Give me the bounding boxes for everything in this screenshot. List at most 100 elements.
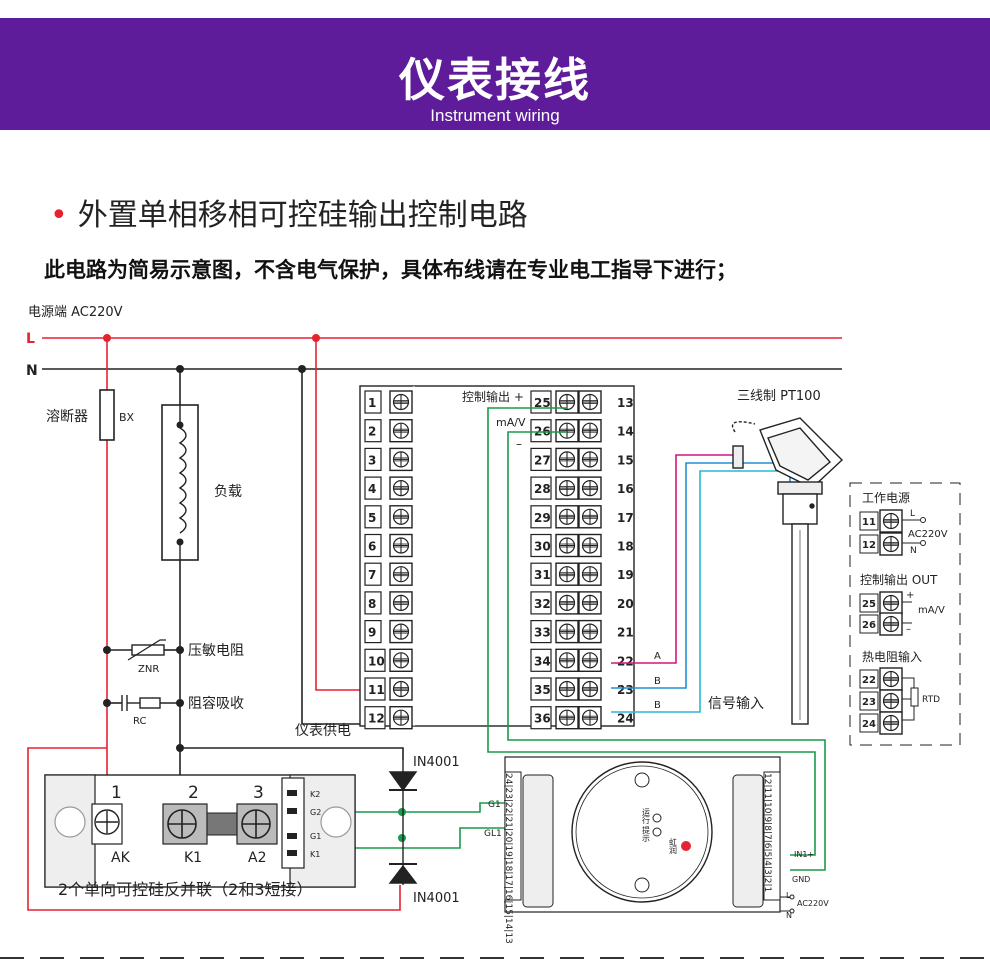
- terminal-mid-27-number: 27: [534, 453, 551, 467]
- load-coil: [161, 404, 199, 561]
- varistor-code: ZNR: [138, 664, 159, 675]
- minus-label: –: [516, 437, 522, 451]
- scr-term-3: 3: [253, 783, 264, 803]
- module-gl1-label: GL1: [484, 829, 502, 839]
- section-title-text: 外置单相移相可控硅输出控制电路: [77, 198, 528, 233]
- terminal-mid-29-number: 29: [534, 511, 551, 525]
- legend-rtd-24-screw: [879, 711, 903, 735]
- legend-rtd-title: 热电阻输入: [862, 649, 922, 664]
- terminal-mid-26-number-box: [530, 419, 552, 443]
- scr-terminal-2: [162, 803, 208, 845]
- module-right-pins: 12|11|10|9|8|7|6|5|4|3|2|1: [762, 773, 772, 892]
- terminal-left-8-number-box: [364, 591, 382, 615]
- legend-ctrl-26-screw: [879, 612, 903, 636]
- terminal-mid-28-screw: [555, 476, 579, 500]
- legend-rtd-resistor: [902, 677, 919, 721]
- rc-snubber: [121, 695, 161, 711]
- neutral-wire: [107, 369, 404, 812]
- terminal-mid-27-number-box: [530, 447, 552, 471]
- terminal-left-12-number-box: [364, 706, 386, 730]
- legend-rtd-22-screw: [879, 667, 903, 691]
- terminal-right-15-number: 15: [617, 453, 634, 467]
- junction-g1: [398, 808, 406, 816]
- module-left-pins: 24|23|22|21|20|19|18|17|16|15|14|13: [503, 773, 513, 944]
- safety-note: 此电路为简易示意图，不含电气保护，具体布线请在专业电工指导下进行；: [44, 258, 737, 282]
- legend-ctrl-minus: –: [906, 624, 911, 635]
- legend-rtd-23-screw: [879, 689, 903, 713]
- neutral-label: N: [26, 363, 38, 379]
- terminal-left-10-number: 10: [368, 654, 385, 668]
- terminal-right-21-number: 21: [617, 626, 634, 640]
- load-label: 负载: [214, 484, 242, 500]
- terminal-left-3-screw: [389, 447, 413, 472]
- terminal-mid-26-screw: [555, 419, 579, 443]
- terminal-left-10-screw: [389, 648, 413, 672]
- terminal-mid-35-number-box: [530, 677, 552, 701]
- varistor-label: 压敏电阻: [188, 643, 244, 659]
- junction-varistor: [176, 646, 184, 654]
- scr-terminal-3: [236, 803, 278, 845]
- terminal-mid-33-number: 33: [534, 626, 551, 640]
- legend-rtd-22-number: 22: [862, 675, 876, 686]
- legend-rtd-23-box: [859, 691, 879, 711]
- terminal-left-1-number-box: [364, 390, 382, 414]
- sensor-wires: [611, 454, 801, 713]
- module-run-label: 运行: [642, 808, 651, 825]
- junction-N2: [298, 365, 306, 373]
- terminal-mid-31-screw: [578, 562, 602, 586]
- terminal-mid-36-screw: [578, 706, 602, 730]
- terminal-right-13-number: 13: [617, 396, 634, 410]
- module-l-label: L: [786, 891, 791, 900]
- legend-power-12-number: 12: [862, 540, 876, 551]
- legend-power-12-screw: [879, 532, 903, 556]
- terminal-left-9-number: 9: [368, 626, 376, 640]
- wire-b2-label: B: [654, 700, 661, 711]
- terminal-left-1-screw: [389, 390, 413, 414]
- legend-power-lines: [902, 517, 926, 624]
- junction-L1: [103, 334, 111, 342]
- legend-power-12-box: [859, 534, 879, 554]
- terminal-left-2-number-box: [364, 419, 382, 443]
- terminal-mid-35-number: 35: [534, 683, 551, 697]
- terminal-mid-34-screw: [555, 648, 579, 672]
- mav-label: mA/V: [496, 416, 526, 429]
- legend-ctrl-25-box: [859, 593, 879, 613]
- terminal-right-23-number: 23: [617, 683, 634, 697]
- legend-ctrl-plus: +: [906, 590, 914, 601]
- terminal-mid-32-screw: [555, 591, 579, 615]
- terminal-mid-29-number-box: [530, 505, 552, 529]
- legend-rtd-24-number: 24: [862, 719, 876, 730]
- terminal-mid-29-screw: [578, 505, 602, 529]
- legend-rtd-22-box: [859, 669, 879, 689]
- fuse-label: 溶断器: [46, 409, 88, 425]
- terminal-left-10-number-box: [364, 648, 386, 672]
- terminal-mid-32-number-box: [530, 591, 552, 615]
- scr-terminal-1: [91, 803, 123, 845]
- ctrl-out-label: 控制输出 +: [462, 389, 524, 404]
- junction-scr: [176, 744, 184, 752]
- fuse: [99, 389, 115, 441]
- legend-ctrl-25-screw: [879, 591, 903, 615]
- terminal-left-3-number: 3: [368, 453, 376, 467]
- junction-L2: [312, 334, 320, 342]
- terminal-left-9-screw: [389, 619, 413, 644]
- legend-power-N: N: [910, 546, 917, 556]
- terminal-mid-36-number-box: [530, 706, 552, 730]
- terminal-mid-32-number: 32: [534, 597, 551, 611]
- instrument-supply-label: 仪表供电: [295, 723, 351, 739]
- signal-input-label: 信号输入: [708, 696, 764, 712]
- terminal-left-7-number: 7: [368, 568, 376, 582]
- terminal-right-18-number: 18: [617, 540, 634, 554]
- scr-caption: 2个单向可控硅反并联（2和3短接）: [58, 880, 313, 899]
- terminal-mid-34-number: 34: [534, 654, 551, 668]
- legend-power-11-screw: [879, 509, 903, 533]
- scr-term-2: 2: [188, 783, 199, 803]
- diode-top: [388, 760, 418, 838]
- terminal-left-5-number-box: [364, 505, 382, 529]
- terminal-mid-27-screw: [555, 447, 579, 472]
- terminal-left-12-number: 12: [368, 712, 385, 726]
- terminal-mid-36-screw: [555, 706, 579, 730]
- diode-top-label: IN4001: [413, 755, 460, 770]
